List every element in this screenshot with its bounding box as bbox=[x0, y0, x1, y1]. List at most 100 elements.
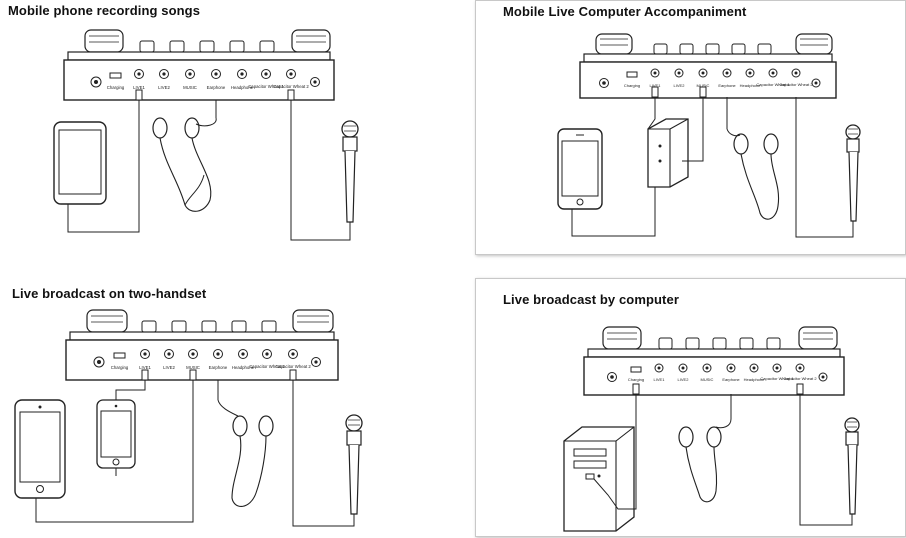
cables bbox=[593, 383, 853, 526]
jack-music: MUSIC bbox=[701, 363, 714, 382]
jack-music: MUSIC bbox=[697, 68, 710, 88]
slider-knob bbox=[653, 43, 668, 55]
slider-knob bbox=[705, 43, 720, 55]
connection-diagram: Charging LIVE1 LIVE2 MUSIC Earphone Head… bbox=[563, 326, 860, 532]
jack-capacitor-2: Capacitor Wheat 2 bbox=[783, 363, 817, 381]
knob-right bbox=[798, 326, 838, 350]
port-label: Capacitor Wheat 2 bbox=[275, 364, 311, 369]
usb-port-charging: Charging bbox=[624, 71, 640, 88]
earphones bbox=[678, 426, 722, 503]
slider-knob bbox=[199, 40, 215, 53]
jack-capacitor-1: Capacitor Wheat 1 bbox=[756, 68, 790, 87]
panel-mobile-recording: Mobile phone recording songs Charging LI… bbox=[0, 0, 440, 255]
jack-capacitor-2: Capacitor Wheat 2 bbox=[275, 349, 311, 369]
connection-diagram: Charging LIVE1 LIVE2 MUSIC Earphone Head… bbox=[557, 33, 861, 238]
port-label: LIVE2 bbox=[674, 83, 686, 88]
screw bbox=[811, 78, 821, 88]
slider-knob bbox=[229, 40, 245, 53]
connection-diagram: Charging LIVE1 LIVE2 MUSIC Earphone Head… bbox=[14, 309, 363, 527]
slider-knob bbox=[201, 320, 217, 333]
sound-card-device: Charging LIVE1 LIVE2 MUSIC Earphone Head… bbox=[579, 33, 837, 99]
jack-capacitor-2: Capacitor Wheat 2 bbox=[273, 69, 309, 89]
jack-live2: LIVE2 bbox=[678, 363, 689, 382]
panel-title: Live broadcast on two-handset bbox=[12, 286, 207, 301]
port-label: Capacitor Wheat 2 bbox=[779, 82, 813, 87]
port-label: Headphone bbox=[232, 365, 255, 370]
power-button bbox=[607, 372, 617, 382]
jack-live1: LIVE1 bbox=[133, 69, 145, 90]
jack-capacitor-1: Capacitor Wheat 1 bbox=[760, 363, 794, 381]
port-label: Capacitor Wheat 1 bbox=[760, 376, 794, 381]
knob-left bbox=[84, 29, 124, 53]
port-label: Charging bbox=[624, 83, 640, 88]
microphone bbox=[845, 124, 861, 222]
port-label: Charging bbox=[107, 85, 125, 90]
port-label: LIVE1 bbox=[654, 377, 666, 382]
microphone bbox=[345, 414, 363, 515]
jack-headphone: Headphone bbox=[744, 363, 765, 382]
port-label: Capacitor Wheat 1 bbox=[248, 84, 284, 89]
panel-mobile-live-computer: Mobile Live Computer Accompaniment Charg… bbox=[475, 0, 906, 255]
slider-knob bbox=[141, 320, 157, 333]
port-label: Earphone bbox=[207, 85, 226, 90]
slider-knob bbox=[731, 43, 746, 55]
jack-music: MUSIC bbox=[186, 349, 200, 370]
smartphone bbox=[53, 121, 107, 205]
slider-knob bbox=[679, 43, 694, 55]
panel-broadcast-computer: Live broadcast by computer Charging LIVE… bbox=[475, 278, 906, 537]
port-label: Capacitor Wheat 2 bbox=[783, 376, 817, 381]
earphones bbox=[231, 415, 274, 507]
port-label: Earphone bbox=[209, 365, 228, 370]
jack-live2: LIVE2 bbox=[163, 349, 175, 370]
port-label: Headphone bbox=[744, 377, 765, 382]
jack-live1: LIVE1 bbox=[139, 349, 151, 370]
earphones bbox=[733, 133, 780, 220]
slider-knob bbox=[169, 40, 185, 53]
port-label: Charging bbox=[628, 377, 644, 382]
microphone bbox=[844, 417, 860, 515]
cables bbox=[35, 369, 355, 527]
knob-right bbox=[795, 33, 833, 55]
port-label: LIVE1 bbox=[133, 85, 145, 90]
usb-port-charging: Charging bbox=[628, 366, 644, 382]
jack-live1: LIVE1 bbox=[650, 68, 661, 88]
slider-knob bbox=[757, 43, 772, 55]
jack-headphone: Headphone bbox=[231, 69, 254, 90]
slider-knob bbox=[171, 320, 187, 333]
jack-live2: LIVE2 bbox=[158, 69, 170, 90]
slider-knob bbox=[231, 320, 247, 333]
sound-card-device: Charging LIVE1 LIVE2 MUSIC Earphone Head… bbox=[65, 309, 339, 381]
panel-two-handset: Live broadcast on two-handset Charging L… bbox=[0, 278, 440, 537]
slider-knob bbox=[261, 320, 277, 333]
port-label: MUSIC bbox=[701, 377, 714, 382]
smartphone bbox=[96, 399, 136, 469]
cables bbox=[571, 86, 854, 238]
usb-port-charging: Charging bbox=[107, 72, 125, 90]
earphones bbox=[152, 117, 212, 212]
jack-capacitor-1: Capacitor Wheat 1 bbox=[248, 69, 284, 89]
slider-knob bbox=[712, 337, 727, 350]
slider-knob bbox=[739, 337, 754, 350]
panel-title: Mobile phone recording songs bbox=[8, 3, 201, 18]
power-button bbox=[90, 76, 102, 88]
power-button bbox=[93, 356, 105, 368]
connection-diagram: Charging LIVE1 LIVE2 MUSIC Earphone Head… bbox=[53, 29, 359, 241]
port-label: Earphone bbox=[722, 377, 740, 382]
slider-knob bbox=[259, 40, 275, 53]
slider-knob bbox=[766, 337, 781, 350]
jack-earphone: Earphone bbox=[209, 349, 228, 370]
port-label: Capacitor Wheat 1 bbox=[249, 364, 285, 369]
slider-knob bbox=[658, 337, 673, 350]
jack-live1: LIVE1 bbox=[654, 363, 666, 382]
port-label: Headphone bbox=[740, 83, 761, 88]
port-label: Charging bbox=[111, 365, 129, 370]
port-label: LIVE1 bbox=[139, 365, 151, 370]
jack-earphone: Earphone bbox=[207, 69, 226, 90]
desktop-computer-tower bbox=[563, 426, 635, 532]
screw bbox=[310, 77, 320, 87]
port-label: MUSIC bbox=[186, 365, 200, 370]
knob-right bbox=[291, 29, 331, 53]
knob-right bbox=[292, 309, 334, 333]
knob-left bbox=[595, 33, 633, 55]
screw bbox=[311, 357, 321, 367]
